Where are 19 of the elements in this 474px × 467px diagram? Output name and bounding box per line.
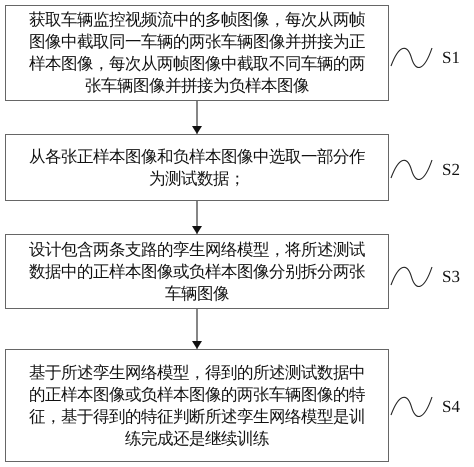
step-text: 从各张正样本图像和负样本图像中选取一部分作为测试数据； <box>28 146 366 190</box>
process-box <box>5 134 389 201</box>
step-label: S2 <box>442 160 460 180</box>
leader-line <box>390 266 433 287</box>
step-text: 获取车辆监控视频流中的多帧图像，每次从两帧图像中截取同一车辆的两张车辆图像并拼接为正样本图像，每次从两帧图像中截取不同车辆的两张车辆图像并拼接为负样本图像 <box>28 9 366 97</box>
step-label: S1 <box>442 48 460 68</box>
process-box <box>5 234 389 309</box>
process-box <box>5 5 389 101</box>
step-text: 设计包含两条支路的孪生网络模型，将所述测试数据中的正样本图像或负样本图像分别拆分两张车辆图像 <box>28 238 366 304</box>
arrow <box>192 101 202 134</box>
arrow <box>192 201 202 234</box>
arrow <box>192 309 202 349</box>
step-label: S4 <box>442 397 460 417</box>
process-box <box>5 349 389 462</box>
leader-line <box>390 396 433 417</box>
step-label: S3 <box>442 267 460 287</box>
step-text: 基于所述孪生网络模型，得到的所述测试数据中的正样本图像或负样本图像的两张车辆图像的特征，基于得到的特征判断所述孪生网络模型是训练完成还是继续训练 <box>28 362 366 450</box>
leader-line <box>390 48 433 68</box>
leader-line <box>390 160 433 180</box>
